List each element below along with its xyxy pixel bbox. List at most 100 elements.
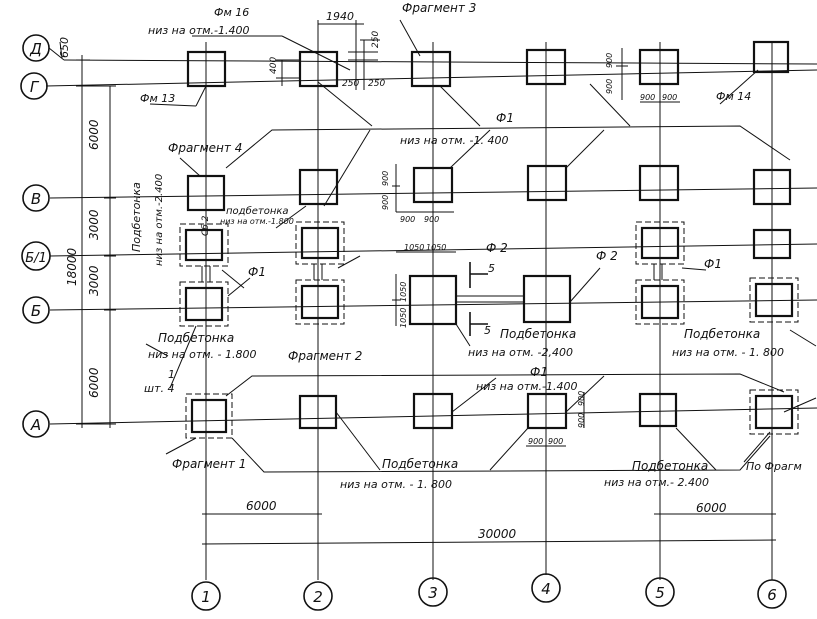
axis-bubble-6: 6 [757,579,787,609]
dim-6000-right: 6000 [696,501,727,515]
section-marker-5 [469,262,488,336]
dim-250-b: 250 [342,79,359,89]
footings-row-b [179,274,799,327]
svg-text:6000: 6000 [87,119,101,150]
label-niz-1800-b3: низ на отм. - 1. 800 [672,346,784,359]
axis-bubble-v: В [22,184,50,212]
svg-text:6000: 6000 [87,367,101,398]
label-fm13: Фм 13 [140,92,175,105]
row-axis-bubbles: Д Г В Б/1 Б А [20,34,65,438]
svg-text:5: 5 [655,584,665,602]
dim-1050-1: 1050 [404,243,424,252]
label-fb2: Сб 2 [201,215,211,236]
label-f1-b-right: Ф1 [704,257,722,271]
label-niz-1400-a: низ на отм.-1.400 [476,380,578,393]
svg-text:4: 4 [541,580,551,598]
label-f1-top: Ф1 [496,111,514,125]
label-podbetonka-a1: Подбетонка [382,457,458,471]
label-niz-1800-a: низ на отм. - 1. 800 [340,478,452,491]
label-sec5-top: 5 [488,262,495,275]
svg-text:3000: 3000 [87,265,101,296]
footings-row-v [186,164,792,212]
svg-text:18000: 18000 [65,247,79,286]
dim-900-a2: 900 [577,413,586,428]
svg-text:В: В [31,190,41,208]
group-outlines [221,81,791,473]
label-fragment4: Фрагмент 4 [168,141,242,155]
label-f1-a: Ф1 [530,365,548,379]
column-axis-lines [205,42,773,580]
label-fragment2: Фрагмент 2 [288,349,362,363]
bottom-dimension-chain [201,513,777,545]
svg-text:А: А [30,416,41,434]
axis-bubble-4: 4 [531,573,561,603]
axis-bubble-5: 5 [645,577,675,607]
svg-text:Г: Г [30,78,40,96]
label-niz-1800-small: низ на отм.-1.800 [220,217,294,226]
axis-bubble-3: 3 [418,577,448,607]
svg-text:3: 3 [428,584,438,602]
dim-900-v1: 900 [381,171,390,186]
dim-30000: 30000 [478,527,517,541]
dim-900-g2: 900 [605,79,614,94]
dim-900-a4: 900 [548,437,563,446]
label-niz-1800-b1: низ на отм. - 1.800 [148,348,257,361]
left-dimension-chain: 650 6000 3000 3000 6000 18000 [58,37,116,428]
svg-text:Б/1: Б/1 [25,251,47,266]
label-podbetonka-a2: Подбетонка [632,459,708,473]
axis-bubble-b1: Б/1 [21,241,51,271]
dim-250-a: 250 [371,31,381,48]
axis-bubble-a: А [22,410,50,438]
label-niz-1400-mid: низ на отм. -1. 400 [400,134,509,147]
label-sec5-bottom: 5 [484,324,491,337]
label-niz-2400-b2: низ на отм. -2,400 [468,346,573,359]
label-podbetonka-vert: Подбетонка [130,182,143,252]
label-niz-2400-vert: низ на отм.-2.400 [154,174,165,266]
label-po-fragm: По Фрагм [746,460,802,473]
label-fragment3: Фрагмент 3 [402,1,476,15]
footings-row-a [185,389,799,439]
label-f2-left: Ф 2 [486,241,508,255]
dim-900-a3: 900 [528,437,543,446]
svg-text:2: 2 [313,588,323,606]
svg-text:3000: 3000 [87,209,101,240]
dim-900-v2: 900 [381,195,390,210]
axis-bubble-d: Д [22,34,50,62]
dim-900-g1: 900 [605,53,614,68]
svg-text:Б: Б [31,302,41,320]
row-axis-lines [45,59,817,425]
dim-900-a1: 900 [577,391,586,406]
annotations: Фм 16 низ на отм.-1.400 1940 Фрагмент 3 … [130,1,802,541]
label-podbetonka-b1: Подбетонка [158,331,234,345]
tie-beams-b1-b [201,264,663,282]
label-f2-right: Ф 2 [596,249,618,263]
label-shtuk-1: 1 [168,368,175,381]
label-f1-b: Ф1 [248,265,266,279]
small-dimension-chains [392,48,680,447]
dim-1940: 1940 [326,10,354,23]
dim-1050-3: 1050 [399,282,408,302]
axis-bubble-1: 1 [191,581,221,611]
axis-bubble-b: Б [22,296,50,324]
dim-900-v4: 900 [424,215,439,224]
label-shtuk-4: шт. 4 [144,382,174,395]
dim-900-g4: 900 [662,93,677,102]
label-niz-2400-a: низ на отм.- 2.400 [604,476,709,489]
svg-text:1: 1 [201,588,211,606]
dim-6000-left: 6000 [246,499,277,513]
label-fm14: Фм 14 [716,90,751,103]
dim-900-v3: 900 [400,215,415,224]
dim-900-g3: 900 [640,93,655,102]
column-axis-bubbles: 1 2 3 4 5 6 [191,573,787,611]
leader-lines [145,19,817,463]
svg-text:650: 650 [58,37,71,58]
label-podbetonka-small: подбетонка [226,205,289,217]
fragment3-detail [276,20,380,90]
svg-text:Д: Д [29,40,42,58]
dim-1050-4: 1050 [399,308,408,328]
dim-400: 400 [269,57,279,74]
dim-250-c: 250 [368,79,385,89]
label-fragment1: Фрагмент 1 [172,457,246,471]
label-podbetonka-b3: Подбетонка [684,327,760,341]
